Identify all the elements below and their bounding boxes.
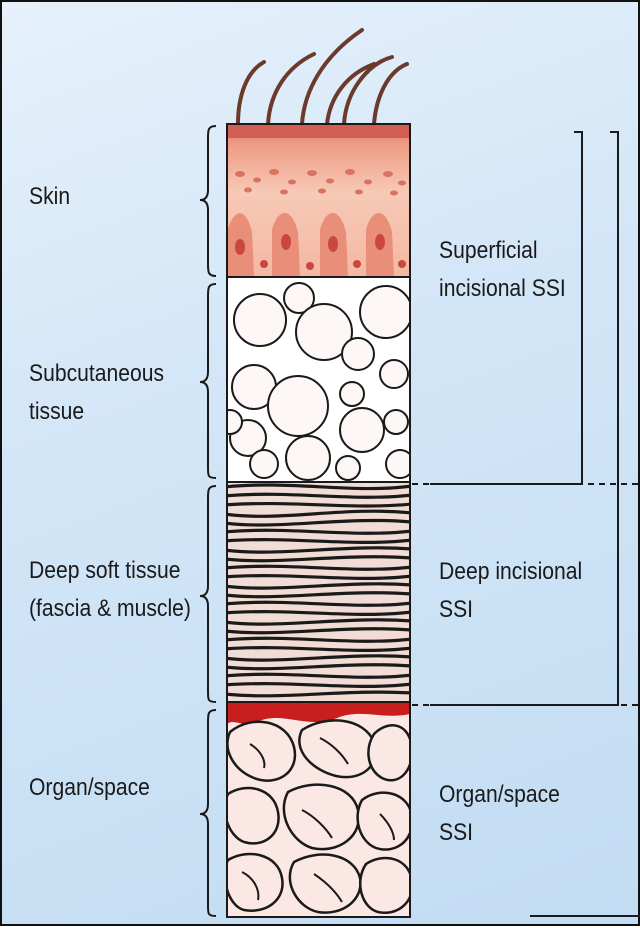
layer-label-organ-space: Organ/space: [29, 769, 150, 807]
classification-deep-line2: SSI: [439, 591, 582, 629]
classification-deep: Deep incisional SSI: [439, 553, 582, 629]
hair-strands: [238, 30, 407, 124]
layer-label-subcutaneous-line1: Subcutaneous: [29, 355, 164, 393]
layer-label-deep-line1: Deep soft tissue: [29, 552, 191, 590]
layer-braces: [200, 126, 216, 916]
classification-organ-line2: SSI: [439, 814, 560, 852]
layer-label-skin: Skin: [29, 178, 70, 216]
subcutaneous-brace: [200, 284, 216, 478]
organ-layer: [225, 702, 412, 917]
fat-layer: [218, 277, 414, 482]
classification-organ-line1: Organ/space: [439, 776, 560, 814]
skin-layer: [227, 124, 410, 277]
organ-brace: [200, 710, 216, 916]
classification-deep-line1: Deep incisional: [439, 553, 582, 591]
layer-label-deep-soft-tissue: Deep soft tissue (fascia & muscle): [29, 552, 191, 628]
classification-superficial: Superficial incisional SSI: [439, 232, 566, 308]
layer-label-skin-line1: Skin: [29, 178, 70, 216]
layer-label-subcutaneous: Subcutaneous tissue: [29, 355, 164, 431]
classification-superficial-line1: Superficial: [439, 232, 566, 270]
layer-label-subcutaneous-line2: tissue: [29, 393, 164, 431]
superficial-bracket: [430, 132, 582, 484]
classification-superficial-line2: incisional SSI: [439, 270, 566, 308]
muscle-layer: [224, 482, 412, 702]
muscle-brace: [200, 486, 216, 702]
classification-organ-space: Organ/space SSI: [439, 776, 560, 852]
skin-brace: [200, 126, 216, 276]
layer-label-organ-line1: Organ/space: [29, 769, 150, 807]
layer-label-deep-line2: (fascia & muscle): [29, 590, 191, 628]
